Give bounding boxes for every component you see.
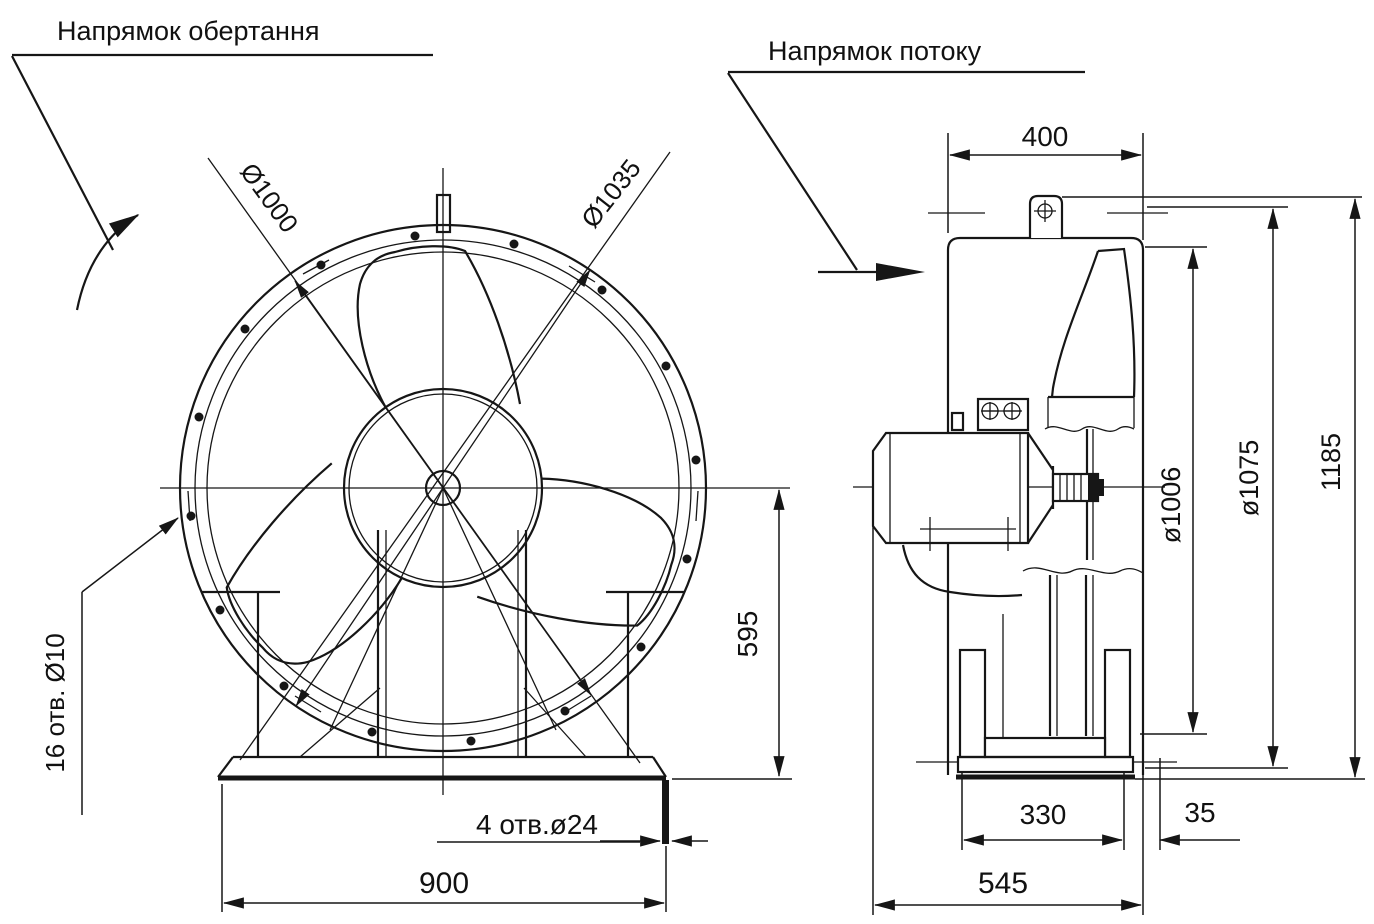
hub-circle-outer	[342, 387, 544, 589]
dim-1075-text: ø1075	[1234, 440, 1264, 517]
arrow-1035-ll	[295, 487, 444, 707]
flange-inner-circle	[194, 239, 692, 737]
dim-900-text: 900	[419, 867, 469, 900]
note-flange-holes: 16 отв. Ø10	[40, 517, 179, 815]
dim-35: 35	[1158, 758, 1240, 850]
side-base	[916, 648, 1177, 780]
dim-595: 595	[672, 488, 792, 780]
dim-1185-text: 1185	[1316, 433, 1346, 491]
dim-1000-text: Ø1000	[234, 157, 304, 238]
dim-line-1035	[239, 151, 671, 761]
motor	[871, 397, 1030, 551]
note-base-holes-text: 4 отв.ø24	[476, 809, 598, 840]
motor-bracket	[901, 544, 1023, 598]
dim-900: 900	[221, 784, 667, 912]
dim-1006-text: ø1006	[1156, 467, 1186, 544]
side-casing	[928, 194, 1168, 775]
radial-line-right	[442, 487, 557, 731]
dim-545-text: 545	[978, 867, 1028, 900]
shaft-assembly	[1027, 432, 1104, 544]
flange-outer-circle	[178, 223, 708, 753]
dim-330: 330	[961, 772, 1125, 850]
break-line-upper	[1044, 426, 1135, 432]
hub-circle-inner	[348, 393, 538, 583]
dim-1035-text: Ø1035	[575, 153, 647, 233]
side-blade-lower	[1002, 575, 1094, 738]
dim-330-text: 330	[1020, 799, 1067, 830]
flange-joint-marks	[187, 259, 699, 713]
note-base-holes: 4 отв.ø24	[437, 809, 708, 847]
duct-circle	[206, 251, 680, 725]
shaft-circle	[424, 469, 462, 507]
rotation-callout: Напрямок обертання	[11, 16, 433, 311]
top-tab	[435, 193, 452, 234]
dim-595-text: 595	[732, 611, 763, 658]
dim-35-text: 35	[1184, 797, 1215, 828]
side-blade-upper	[1044, 247, 1136, 432]
note-flange-holes-text: 16 отв. Ø10	[40, 633, 70, 772]
flow-label: Напрямок потоку	[768, 36, 982, 66]
break-line-lower	[1022, 567, 1144, 574]
dim-545: 545	[872, 524, 1144, 915]
dim-400: 400	[947, 121, 1144, 240]
motor-top-tab	[950, 411, 965, 432]
arrow-1000-lr	[442, 487, 592, 696]
dim-1075: ø1075	[1145, 206, 1288, 769]
rotation-label: Напрямок обертання	[57, 16, 320, 46]
dim-400-text: 400	[1022, 121, 1069, 152]
dim-1006: ø1006	[1140, 246, 1207, 735]
base-hole-section	[662, 780, 669, 844]
arrow-1035-ur	[442, 269, 591, 489]
arrow-1000-ul	[294, 280, 444, 489]
impeller-blades	[194, 245, 697, 684]
front-support-frame	[202, 530, 684, 844]
side-view: Напрямок потоку 400 ø1006 ø1075	[727, 36, 1365, 915]
lifting-lug	[1028, 194, 1064, 238]
flow-arrow	[876, 263, 925, 281]
flange-bolt-holes	[186, 231, 701, 746]
motor-body	[871, 431, 1030, 545]
rotation-arrow	[75, 214, 140, 311]
front-view: 595 900 4 отв.ø24 16 отв. Ø10 Ø1000 Ø103…	[11, 16, 792, 912]
flow-callout: Напрямок потоку	[727, 36, 1085, 281]
dim-1185: 1185	[1062, 196, 1365, 780]
